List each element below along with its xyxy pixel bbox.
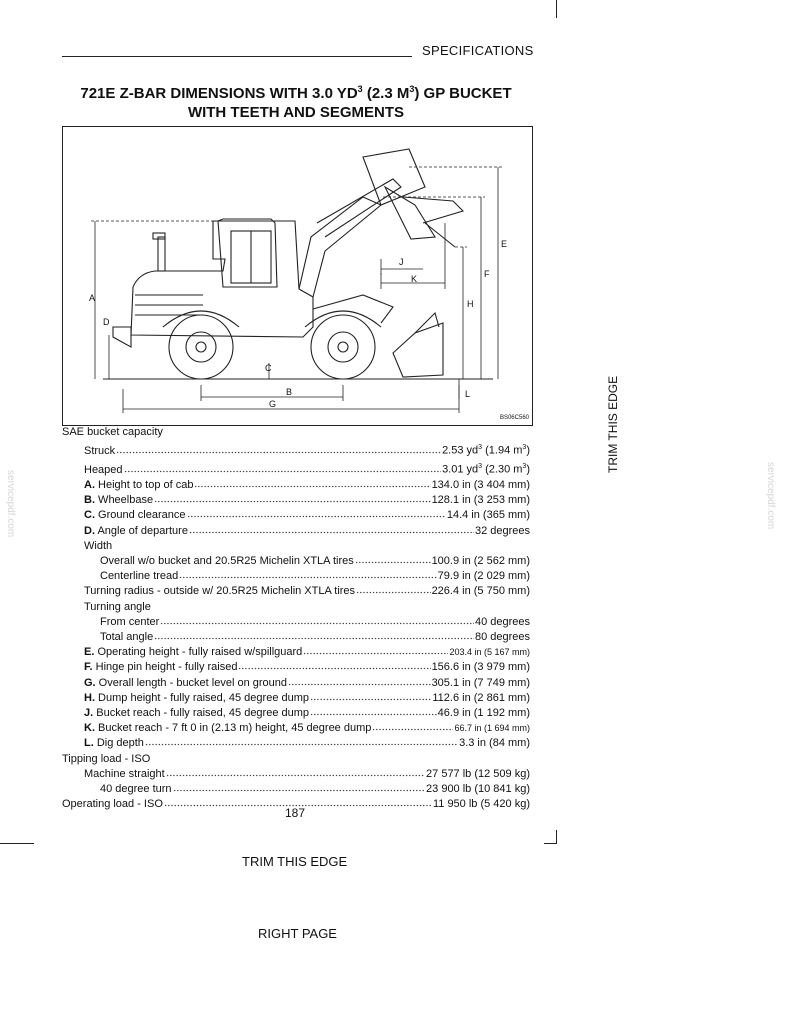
loader-drawing: A D C B G E F H J K L (89, 148, 507, 413)
section-header: SPECIFICATIONS (422, 43, 534, 58)
right-page-label: RIGHT PAGE (258, 926, 337, 941)
spec-row-struck: Struck 2.53 yd3 (1.94 m3) (84, 443, 530, 457)
spec-row-g: G. Overall length - bucket level on grou… (84, 675, 530, 689)
dim-label-l: L (465, 389, 470, 399)
dim-label-e: E (501, 239, 507, 249)
figure-code: BS06C560 (499, 415, 529, 421)
spec-row-e: E. Operating height - fully raised w/spi… (84, 645, 530, 659)
watermark-left: servicepdf.com (5, 470, 16, 538)
spec-heading-turning-angle: Turning angle (84, 600, 151, 613)
dim-label-d: D (103, 317, 110, 327)
spec-row-j: J. Bucket reach - fully raised, 45 degre… (84, 705, 530, 719)
crop-mark-left (0, 843, 34, 844)
dim-label-c: C (265, 363, 272, 373)
spec-heading-width: Width (84, 539, 113, 552)
trim-edge-vertical: TRIM THIS EDGE (606, 375, 620, 473)
spec-row-overall-width: Overall w/o bucket and 20.5R25 Michelin … (100, 553, 530, 567)
page-title: 721E Z-BAR DIMENSIONS WITH 3.0 YD3 (2.3 … (80, 84, 512, 121)
spec-row-heaped: Heaped 3.01 yd3 (2.30 m3) (84, 462, 530, 476)
spec-heading-bucket-capacity: SAE bucket capacity (62, 426, 163, 438)
crop-mark-bottom (556, 830, 557, 844)
dim-label-b: B (286, 387, 292, 397)
dim-label-g: G (269, 399, 276, 409)
spec-row-k: K. Bucket reach - 7 ft 0 in (2.13 m) hei… (84, 721, 530, 735)
dim-label-f: F (484, 269, 490, 279)
crop-mark-top (556, 0, 557, 18)
dim-label-a: A (89, 293, 95, 303)
header-rule (62, 56, 412, 57)
dim-label-h: H (467, 299, 474, 309)
watermark-right: servicepdf.com (765, 462, 776, 530)
spec-row-turning-radius: Turning radius - outside w/ 20.5R25 Mich… (84, 584, 530, 598)
trim-edge-bottom: TRIM THIS EDGE (242, 854, 348, 869)
crop-mark-right (544, 843, 556, 844)
spec-heading-tipping-load: Tipping load - ISO (62, 752, 151, 765)
page-number: 187 (285, 806, 306, 820)
dim-label-k: K (411, 274, 417, 284)
loader-dimension-diagram: A D C B G E F H J K L BS06C560 (62, 126, 533, 426)
spec-row-h: H. Dump height - fully raised, 45 degree… (84, 690, 530, 704)
specifications-list: SAE bucket capacity Struck 2.53 yd3 (1.9… (62, 425, 530, 812)
dim-label-j: J (399, 257, 404, 267)
